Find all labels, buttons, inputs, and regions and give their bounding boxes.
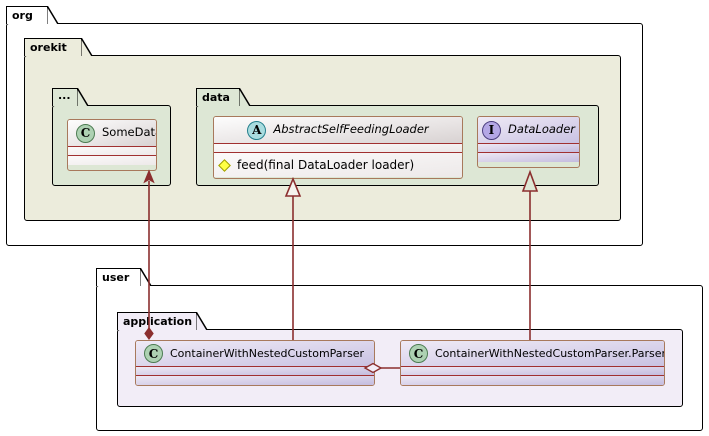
class-data-loader-attributes	[478, 144, 579, 153]
class-circle-icon: C	[144, 344, 163, 363]
class-abstract-self-feeding-loader-name: AbstractSelfFeedingLoader	[273, 122, 429, 137]
class-some-data-name: SomeData	[102, 125, 157, 140]
package-orekit-tab-slant	[81, 38, 93, 56]
package-org-tab-slant	[47, 6, 59, 24]
class-container-with-nested-custom-parser-attributes	[136, 367, 374, 376]
class-data-loader-title: I DataLoader	[478, 117, 579, 144]
protected-diamond-icon	[218, 158, 231, 172]
class-container-with-nested-custom-parser-methods	[136, 376, 374, 385]
class-some-data-methods	[68, 156, 156, 165]
class-container-with-nested-custom-parser[interactable]: C ContainerWithNestedCustomParser	[135, 340, 375, 386]
package-data-tab-slant	[239, 88, 251, 106]
class-abstract-self-feeding-loader[interactable]: A AbstractSelfFeedingLoader feed(final D…	[213, 116, 463, 179]
package-data[interactable]: data A AbstractSelfFeedingLoader feed(fi…	[196, 88, 599, 186]
class-container-with-nested-custom-parser-name: ContainerWithNestedCustomParser	[170, 347, 365, 360]
class-abstract-self-feeding-loader-method-feed[interactable]: feed(final DataLoader loader)	[214, 153, 462, 177]
method-signature: feed(final DataLoader loader)	[237, 158, 415, 172]
class-circle-icon: C	[76, 123, 95, 143]
package-ellipsis-tab-slant	[77, 88, 89, 106]
class-some-data-attributes	[68, 147, 156, 156]
class-data-loader-methods	[478, 153, 579, 162]
package-org-label: org	[12, 9, 33, 22]
package-application-label: application	[123, 315, 193, 328]
class-some-data[interactable]: C SomeData	[67, 119, 157, 171]
class-some-data-title: C SomeData	[68, 120, 156, 147]
package-data-tab: data	[196, 88, 240, 106]
package-application[interactable]: application C ContainerWithNestedCustomP…	[117, 312, 683, 407]
package-orekit-label: orekit	[30, 41, 67, 54]
package-application-tab: application	[117, 312, 197, 330]
abstract-class-circle-icon: A	[247, 120, 267, 140]
package-orekit-tab: orekit	[24, 38, 82, 56]
class-container-with-nested-custom-parser-parser-methods	[401, 376, 664, 385]
package-org-tab: org	[6, 6, 48, 24]
class-container-with-nested-custom-parser-parser-name: ContainerWithNestedCustomParser.Parser	[435, 347, 665, 360]
class-container-with-nested-custom-parser-parser-title: C ContainerWithNestedCustomParser.Parser	[401, 341, 664, 367]
class-abstract-self-feeding-loader-attributes	[214, 144, 462, 153]
class-abstract-self-feeding-loader-title: A AbstractSelfFeedingLoader	[214, 117, 462, 144]
package-ellipsis-tab: ...	[52, 88, 78, 106]
class-data-loader[interactable]: I DataLoader	[477, 116, 580, 168]
class-data-loader-name: DataLoader	[507, 122, 576, 137]
interface-circle-icon: I	[481, 120, 501, 140]
class-container-with-nested-custom-parser-parser-attributes	[401, 367, 664, 376]
class-container-with-nested-custom-parser-parser[interactable]: C ContainerWithNestedCustomParser.Parser	[400, 340, 665, 386]
package-user-tab-slant	[140, 268, 152, 286]
package-user-label: user	[102, 271, 130, 284]
package-user-tab: user	[96, 268, 141, 286]
package-data-label: data	[202, 91, 230, 104]
package-application-tab-slant	[196, 312, 208, 330]
class-container-with-nested-custom-parser-title: C ContainerWithNestedCustomParser	[136, 341, 374, 367]
package-ellipsis-label: ...	[58, 89, 71, 102]
class-circle-icon: C	[409, 344, 428, 363]
